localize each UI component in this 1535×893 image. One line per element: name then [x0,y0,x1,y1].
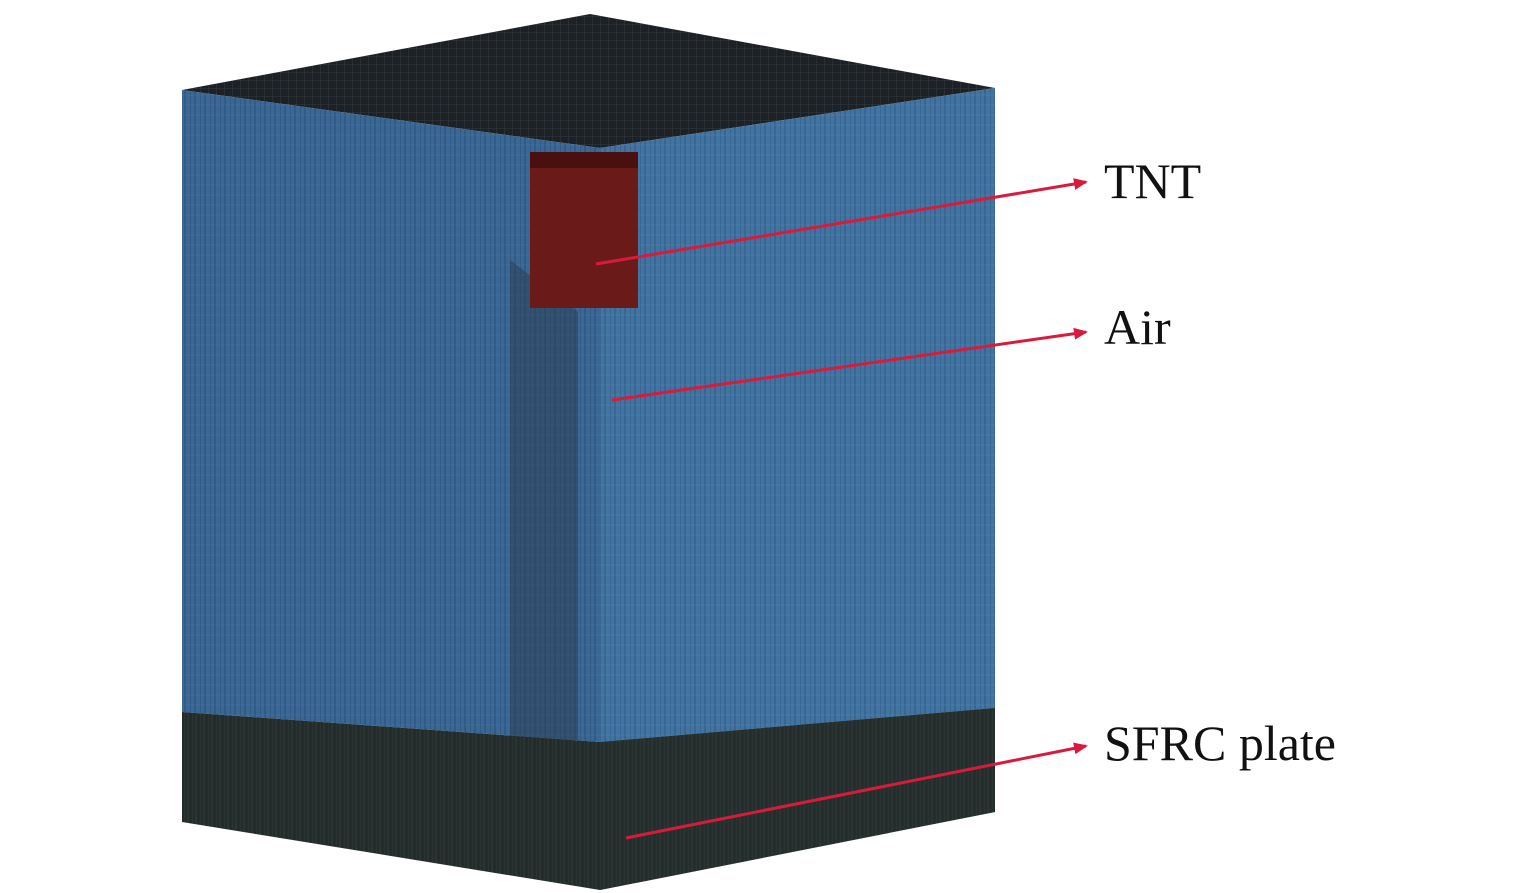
air-leader-arrow [611,327,1088,402]
tnt-label: TNT [1104,153,1201,209]
air-domain-top-face [182,14,995,148]
air-domain-left-face [182,90,600,742]
sfrc-plate-right-mesh [600,708,995,890]
air-domain-right-face [600,88,995,742]
tnt-leader-arrow [595,178,1088,266]
cutaway-strip [510,260,578,742]
air-label: Air [1104,299,1171,355]
sfrc-plate-left-face [182,712,600,890]
tnt-charge-shadow [530,152,638,168]
sfrc-plate-label: SFRC plate [1104,715,1336,771]
plate-leader-arrow [625,742,1088,840]
tnt-charge [530,152,638,308]
